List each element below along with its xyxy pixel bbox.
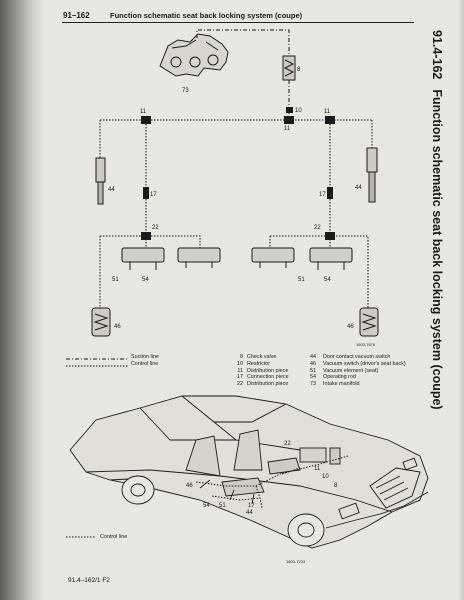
distribution-piece-11-top [141,116,335,124]
car-control-line [195,455,349,509]
car-callout-22: 22 [284,441,291,447]
car-callout-46: 46 [186,483,193,489]
door-contact-switch-44 [95,147,378,205]
footer-code: 91.4–162/1 F2 [68,577,110,584]
callout-44-right: 44 [355,185,362,191]
intake-manifold [159,33,229,77]
callout-22-right: 22 [314,225,321,231]
callout-44-left: 44 [108,187,115,193]
callout-17-right: 17 [319,192,326,198]
callout-17-left: 17 [150,192,157,198]
header-rule [62,22,414,23]
line-legend-swatches [66,358,128,367]
car-control-line-label: Control line [100,534,128,540]
restrictor [286,107,293,113]
callout-54-left: 54 [142,277,149,283]
car-callout-44: 44 [246,510,253,516]
figure-code-car: 1603-7703 [286,559,306,564]
car-callout-51: 51 [219,503,226,509]
line-legend: Suction line Control line [131,354,159,368]
page-edge [458,0,464,600]
callout-51-right: 51 [298,277,305,283]
callout-11-left: 11 [140,109,147,115]
callout-51-left: 51 [112,277,119,283]
callout-46-left: 46 [114,324,121,330]
page-title: Function schematic seat back locking sys… [110,11,303,20]
callout-10: 10 [295,108,302,114]
vacuum-element-51 [121,247,353,270]
figure-code-top: 1603-7676 [356,342,376,347]
page-number: 91–162 [63,11,90,20]
callout-54-right: 54 [324,277,331,283]
callout-8: 8 [297,67,301,73]
callout-73: 73 [182,88,189,94]
callout-22-left: 22 [152,225,159,231]
callout-11-right: 11 [324,109,331,115]
vacuum-switch-46 [91,307,379,337]
legend-suction-line: Suction line [131,354,159,360]
car-callout-17: 17 [248,503,255,509]
car-illustration [69,395,429,549]
car-callout-54: 54 [203,503,210,509]
callout-46-right: 46 [347,324,354,330]
car-callout-11: 11 [314,466,321,472]
connection-piece-17 [143,187,333,199]
binding-gutter [0,0,44,600]
check-valve [282,55,296,81]
car-callout-8: 8 [334,483,338,489]
legend-control-line: Control line [131,360,159,367]
distribution-piece-22 [141,232,335,240]
control-lines-top [99,119,373,308]
car-callout-10: 10 [322,474,329,480]
callout-11-center: 11 [284,126,291,132]
